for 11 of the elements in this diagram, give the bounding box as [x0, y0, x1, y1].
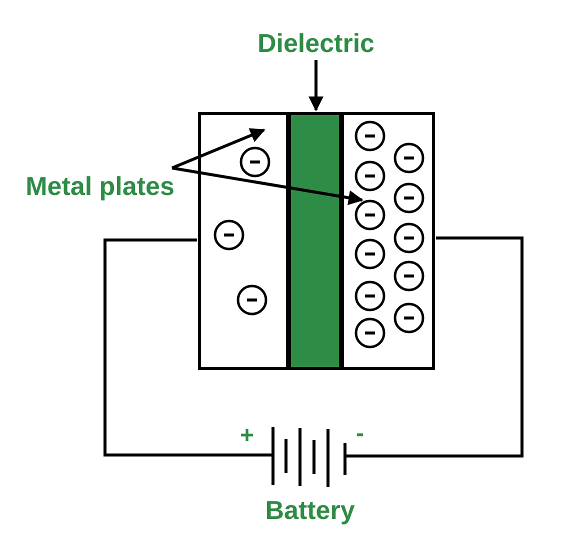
wire: [345, 236, 524, 458]
component-label: Battery: [264, 497, 356, 523]
leader-line: [171, 128, 266, 170]
polarity-sign: -: [356, 422, 364, 446]
component-label: Dielectric: [246, 28, 386, 58]
polarity-sign: +: [240, 424, 254, 448]
dielectric-bar: [288, 112, 342, 370]
arrow: [308, 60, 324, 112]
wire: [104, 238, 273, 456]
leader-line: [172, 166, 364, 206]
component-label: Metal plates: [10, 171, 190, 201]
